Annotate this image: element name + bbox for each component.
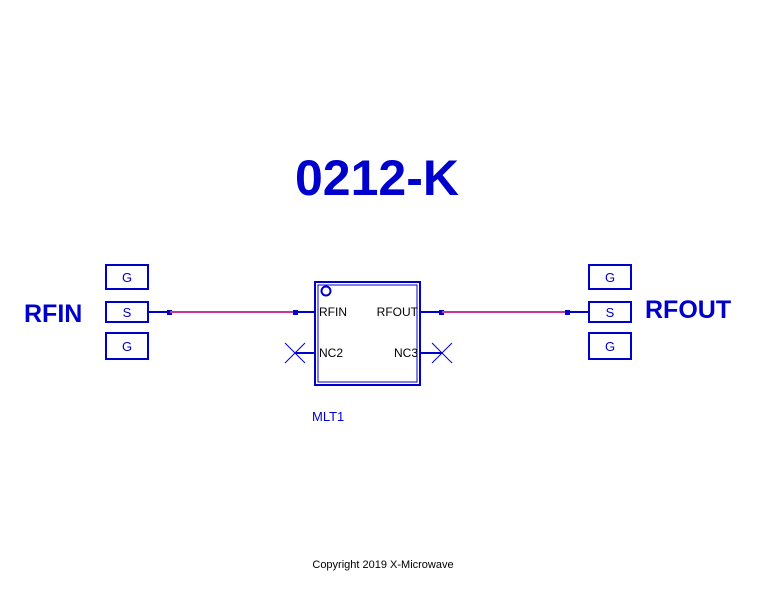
no-connect-nc2-icon bbox=[284, 342, 306, 364]
input-pad-s[interactable]: S bbox=[105, 301, 149, 323]
pin-label-rfin: RFIN bbox=[319, 305, 347, 319]
no-connect-nc3-icon bbox=[431, 342, 453, 364]
copyright-text: Copyright 2019 X-Microwave bbox=[312, 559, 453, 571]
output-pad-s[interactable]: S bbox=[588, 301, 632, 323]
pad-label: S bbox=[123, 305, 132, 320]
input-port-label: RFIN bbox=[24, 300, 82, 328]
pad-label: G bbox=[122, 270, 132, 285]
component-ref-label: MLT1 bbox=[312, 409, 344, 424]
pin-label-rfout: RFOUT bbox=[377, 305, 419, 319]
output-pad-g-top[interactable]: G bbox=[588, 264, 632, 290]
pin1-marker-icon bbox=[320, 285, 332, 297]
pin-label-nc3: NC3 bbox=[394, 346, 418, 360]
output-junction bbox=[565, 310, 570, 315]
pad-label: G bbox=[605, 270, 615, 285]
pad-label: G bbox=[605, 339, 615, 354]
schematic-title: 0212-K bbox=[295, 150, 459, 206]
pad-label: G bbox=[122, 339, 132, 354]
rfout-junction bbox=[439, 310, 444, 315]
component-mlt1[interactable] bbox=[314, 281, 421, 386]
output-port-label: RFOUT bbox=[645, 296, 731, 324]
pin-label-nc2: NC2 bbox=[319, 346, 343, 360]
input-pad-g-top[interactable]: G bbox=[105, 264, 149, 290]
input-junction bbox=[167, 310, 172, 315]
input-pad-g-bottom[interactable]: G bbox=[105, 332, 149, 360]
rfin-junction bbox=[293, 310, 298, 315]
output-pad-g-bottom[interactable]: G bbox=[588, 332, 632, 360]
pad-label: S bbox=[606, 305, 615, 320]
